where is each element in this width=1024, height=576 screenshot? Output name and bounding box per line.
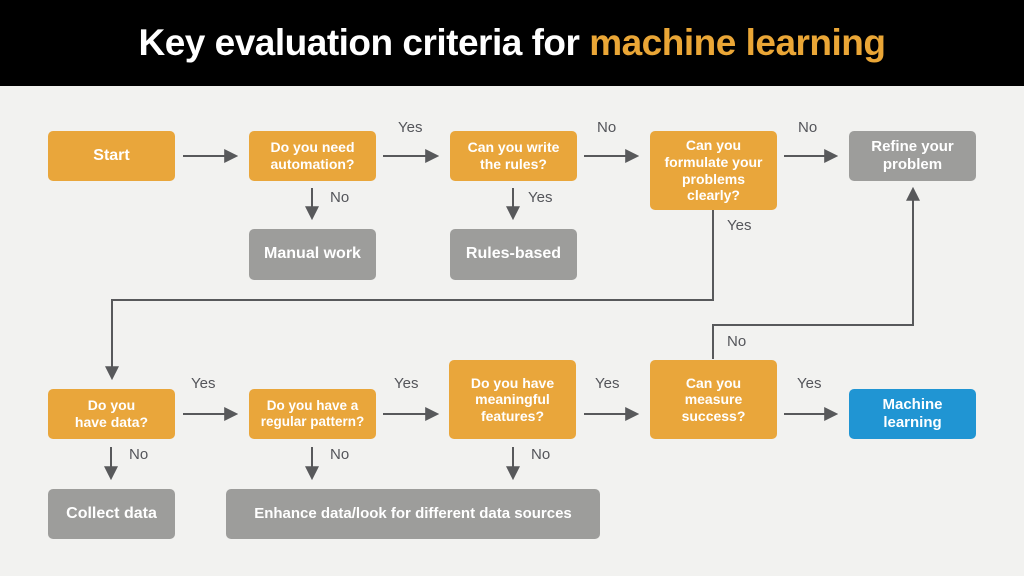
edge-label-measure-yes: Yes [797,375,822,392]
page-title: Key evaluation criteria for machine lear… [138,22,886,64]
node-regular-pattern: Do you have a regular pattern? [249,389,376,439]
edge-label-pattern-yes: Yes [394,375,419,392]
edge-label-rules-no: No [597,119,617,136]
edge-label-rules-yes: Yes [528,189,553,206]
node-manual-work: Manual work [249,229,376,280]
edge-label-data-no: No [129,446,149,463]
edge-label-automation-no: No [330,189,350,206]
edge-measure-no [712,186,920,359]
title-text-accent: machine learning [589,22,886,63]
edge-label-automation-yes: Yes [398,119,423,136]
edge-label-data-yes: Yes [191,375,216,392]
node-enhance-data: Enhance data/look for different data sou… [226,489,600,539]
node-collect-data: Collect data [48,489,175,539]
edge-formulate-yes [105,210,714,381]
node-can-you-formulate-problems: Can you formulate your problems clearly? [650,131,777,210]
edge-label-features-no: No [531,446,551,463]
node-start: Start [48,131,175,181]
node-can-you-write-the-rules: Can you write the rules? [450,131,577,181]
node-do-you-need-automation: Do you need automation? [249,131,376,181]
edge-label-formulate-no: No [798,119,818,136]
edge-label-measure-no: No [727,333,747,350]
edge-label-formulate-yes: Yes [727,217,752,234]
node-can-you-measure-success: Can you measure success? [650,360,777,439]
edge-label-features-yes: Yes [595,375,620,392]
node-machine-learning: Machine learning [849,389,976,439]
title-bar: Key evaluation criteria for machine lear… [0,0,1024,86]
edge-label-pattern-no: No [330,446,350,463]
node-do-you-have-data: Do you have data? [48,389,175,439]
node-meaningful-features: Do you have meaningful features? [449,360,576,439]
title-text-white: Key evaluation criteria for [138,22,590,63]
node-refine-your-problem: Refine your problem [849,131,976,181]
node-rules-based: Rules-based [450,229,577,280]
